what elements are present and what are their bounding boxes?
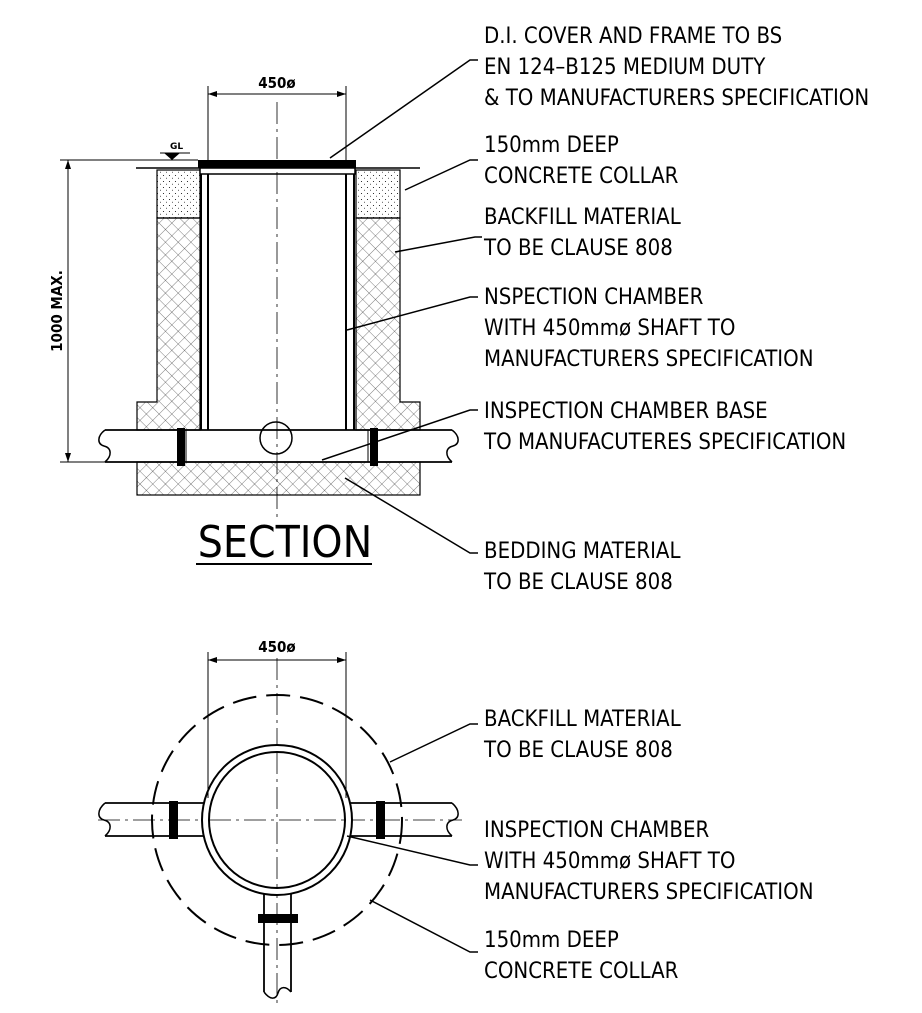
pipe-coupling-left [177,428,185,466]
section-notes: D.I. COVER AND FRAME TO BS EN 124–B125 M… [483,24,869,595]
ground-level-marker: GL [160,142,190,160]
depth-dimension-label: 1000 MAX. [48,270,66,352]
plan-note-concrete-collar: 150mm DEEP CONCRETE COLLAR [484,928,679,984]
note-cover-frame: D.I. COVER AND FRAME TO BS EN 124–B125 M… [484,24,869,111]
plan-pipe-right [350,801,459,839]
plan-diameter-dimension: 450ø [207,638,347,798]
gl-label: GL [170,142,183,152]
plan-notes: BACKFILL MATERIAL TO BE CLAUSE 808 INSPE… [483,707,814,984]
section-diameter-label: 450ø [258,74,295,92]
section-leaders [321,59,482,554]
plan-coupling-left [169,801,178,839]
plan-note-inspection-chamber: INSPECTION CHAMBER WITH 450mmø SHAFT TO … [484,818,814,905]
plan-diameter-label: 450ø [258,638,295,656]
plan-pipe-left [98,801,204,839]
bedding-material [136,461,421,496]
note-backfill-material: BACKFILL MATERIAL TO BE CLAUSE 808 [483,205,687,261]
note-concrete-collar: 150mm DEEP CONCRETE COLLAR [484,133,679,189]
backfill-left [136,217,201,431]
chamber-base-pipe [60,421,459,466]
plan-coupling-right [376,801,385,839]
concrete-collar-right [355,169,401,219]
plan-note-backfill: BACKFILL MATERIAL TO BE CLAUSE 808 [483,707,687,763]
plan-coupling-bottom [258,914,298,923]
plan-pipe-bottom [258,893,298,999]
plan-leaders [346,723,478,953]
section-view: 450ø 1000 MAX. GL SECTION [48,24,869,595]
plan-backfill-outline [151,694,403,946]
depth-dimension: 1000 MAX. [48,159,198,462]
note-inspection-chamber: NSPECTION CHAMBER WITH 450mmø SHAFT TO M… [484,285,814,372]
pipe-coupling-right [370,428,378,466]
concrete-collar-left [156,169,201,219]
note-bedding-material: BEDDING MATERIAL TO BE CLAUSE 808 [483,539,687,595]
plan-view: 450ø BACKFILL MATERIAL TO BE CLAUSE 808 … [98,638,814,1005]
section-title: SECTION [198,517,372,568]
inspection-chamber-shaft [200,174,355,430]
note-chamber-base: INSPECTION CHAMBER BASE TO MANUFACUTERES… [483,399,846,455]
